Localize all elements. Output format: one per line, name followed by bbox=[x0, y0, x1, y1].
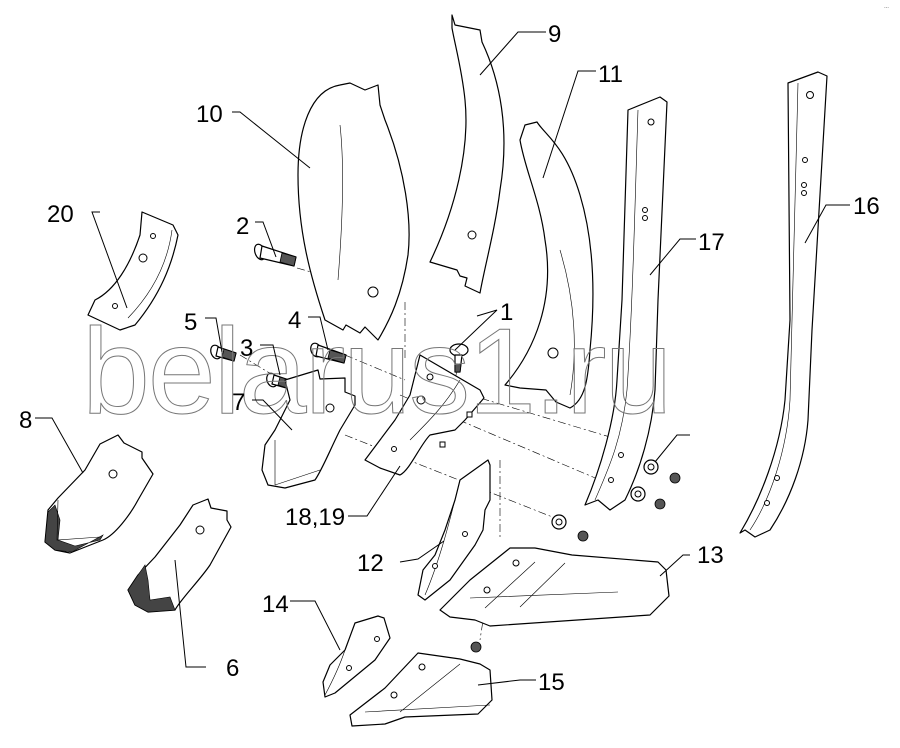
part-2-bolt[interactable] bbox=[253, 243, 297, 267]
callout-17[interactable]: 17 bbox=[698, 229, 725, 256]
callout-3[interactable]: 3 bbox=[240, 335, 253, 362]
part-12-wing[interactable] bbox=[417, 459, 491, 601]
callout-1[interactable]: 1 bbox=[500, 299, 513, 326]
part-9-shin[interactable] bbox=[429, 14, 505, 294]
callout-7[interactable]: 7 bbox=[232, 389, 245, 416]
watermark: belarus1.ru bbox=[82, 303, 670, 439]
part-16-standard[interactable] bbox=[739, 71, 828, 538]
fasteners[interactable] bbox=[470, 459, 681, 653]
callout-20[interactable]: 20 bbox=[47, 201, 74, 228]
callout-13[interactable]: 13 bbox=[697, 542, 724, 569]
callout-2[interactable]: 2 bbox=[236, 213, 249, 240]
callout-labels: 1 2 3 4 5 6 7 8 9 10 11 12 13 14 15 16 1… bbox=[19, 21, 880, 696]
callout-15[interactable]: 15 bbox=[538, 669, 565, 696]
callout-8[interactable]: 8 bbox=[19, 407, 32, 434]
part-17-standard[interactable] bbox=[584, 96, 668, 511]
callout-16[interactable]: 16 bbox=[853, 193, 880, 220]
part-7-share[interactable] bbox=[261, 369, 356, 489]
callout-10[interactable]: 10 bbox=[196, 101, 223, 128]
callout-9[interactable]: 9 bbox=[548, 21, 561, 48]
part-5-bolt[interactable] bbox=[209, 344, 237, 362]
callout-12[interactable]: 12 bbox=[357, 550, 384, 577]
part-14[interactable] bbox=[322, 615, 391, 698]
callout-5[interactable]: 5 bbox=[184, 309, 197, 336]
corner-mark: … bbox=[884, 4, 889, 10]
callout-18-19[interactable]: 18,19 bbox=[285, 504, 345, 531]
part-10-moldboard[interactable] bbox=[297, 82, 410, 341]
part-18-19-bracket[interactable] bbox=[364, 354, 485, 476]
part-4-bolt[interactable] bbox=[309, 342, 347, 364]
leader-lines bbox=[35, 31, 850, 686]
part-6-chisel[interactable] bbox=[127, 498, 232, 613]
part-8-chisel[interactable] bbox=[44, 434, 154, 554]
callout-4[interactable]: 4 bbox=[288, 307, 301, 334]
callout-6[interactable]: 6 bbox=[226, 655, 239, 682]
part-1-bolt[interactable] bbox=[449, 343, 469, 373]
callout-11[interactable]: 11 bbox=[598, 61, 623, 88]
part-13-share[interactable] bbox=[439, 547, 670, 627]
part-15[interactable] bbox=[349, 652, 493, 727]
callout-14[interactable]: 14 bbox=[262, 591, 289, 618]
part-11-landside[interactable] bbox=[504, 121, 594, 409]
part-20[interactable] bbox=[87, 211, 179, 331]
